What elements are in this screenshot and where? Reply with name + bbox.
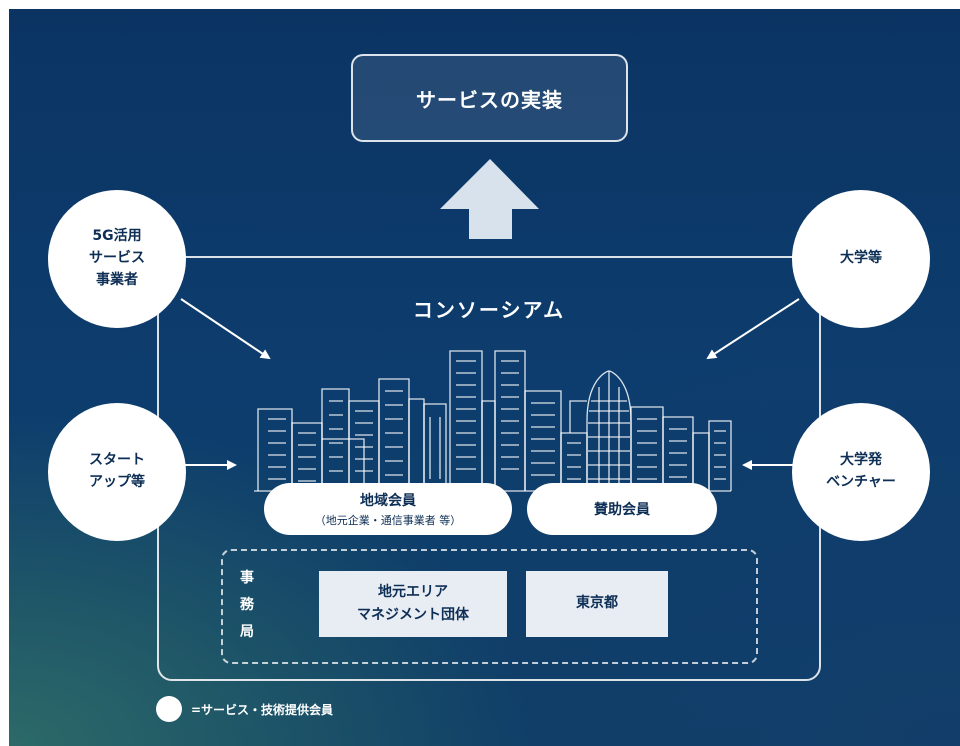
supporting-members-pill: 賛助会員	[527, 483, 717, 535]
secretariat-label: 事 務 局	[240, 570, 254, 640]
legend-text: =サービス・技術提供会員	[191, 703, 334, 717]
legend-circle-icon	[156, 696, 182, 722]
secretariat-item-tokyo: 東京都	[526, 571, 668, 637]
secretariat-item-area-management: 地元エリア マネジメント団体	[319, 571, 507, 637]
member-circle-startups: スタート アップ等	[48, 403, 186, 541]
regional-members-label: 地域会員	[360, 493, 416, 509]
member-circle-label: 大学発 ベンチャー	[826, 452, 896, 490]
member-circle-5g-service-providers: 5G活用 サービス 事業者	[48, 190, 186, 328]
member-circle-university-ventures: 大学発 ベンチャー	[792, 403, 930, 541]
service-implementation-box: サービスの実装	[351, 54, 628, 142]
arrow-left-top	[180, 298, 271, 360]
member-circle-label: 5G活用 サービス 事業者	[89, 228, 145, 288]
member-circle-universities: 大学等	[792, 190, 930, 328]
secretariat-box	[221, 549, 758, 664]
member-circle-label: 大学等	[840, 250, 882, 267]
diagram-panel: サービスの実装 5G活用 サービス 事業者 スタート アップ等 大学等 大学発 …	[9, 9, 960, 746]
member-circle-label: スタート アップ等	[89, 452, 145, 490]
supporting-members-label: 賛助会員	[594, 502, 650, 518]
city-skyline-icon	[254, 350, 732, 492]
consortium-title: コンソーシアム	[412, 298, 566, 322]
regional-members-sub: （地元企業・通信事業者 等）	[314, 514, 462, 527]
diagram-graphics	[157, 159, 821, 681]
up-arrow-icon	[440, 159, 539, 239]
arrow-right-top	[706, 298, 800, 360]
regional-members-pill: 地域会員 （地元企業・通信事業者 等）	[264, 483, 512, 535]
